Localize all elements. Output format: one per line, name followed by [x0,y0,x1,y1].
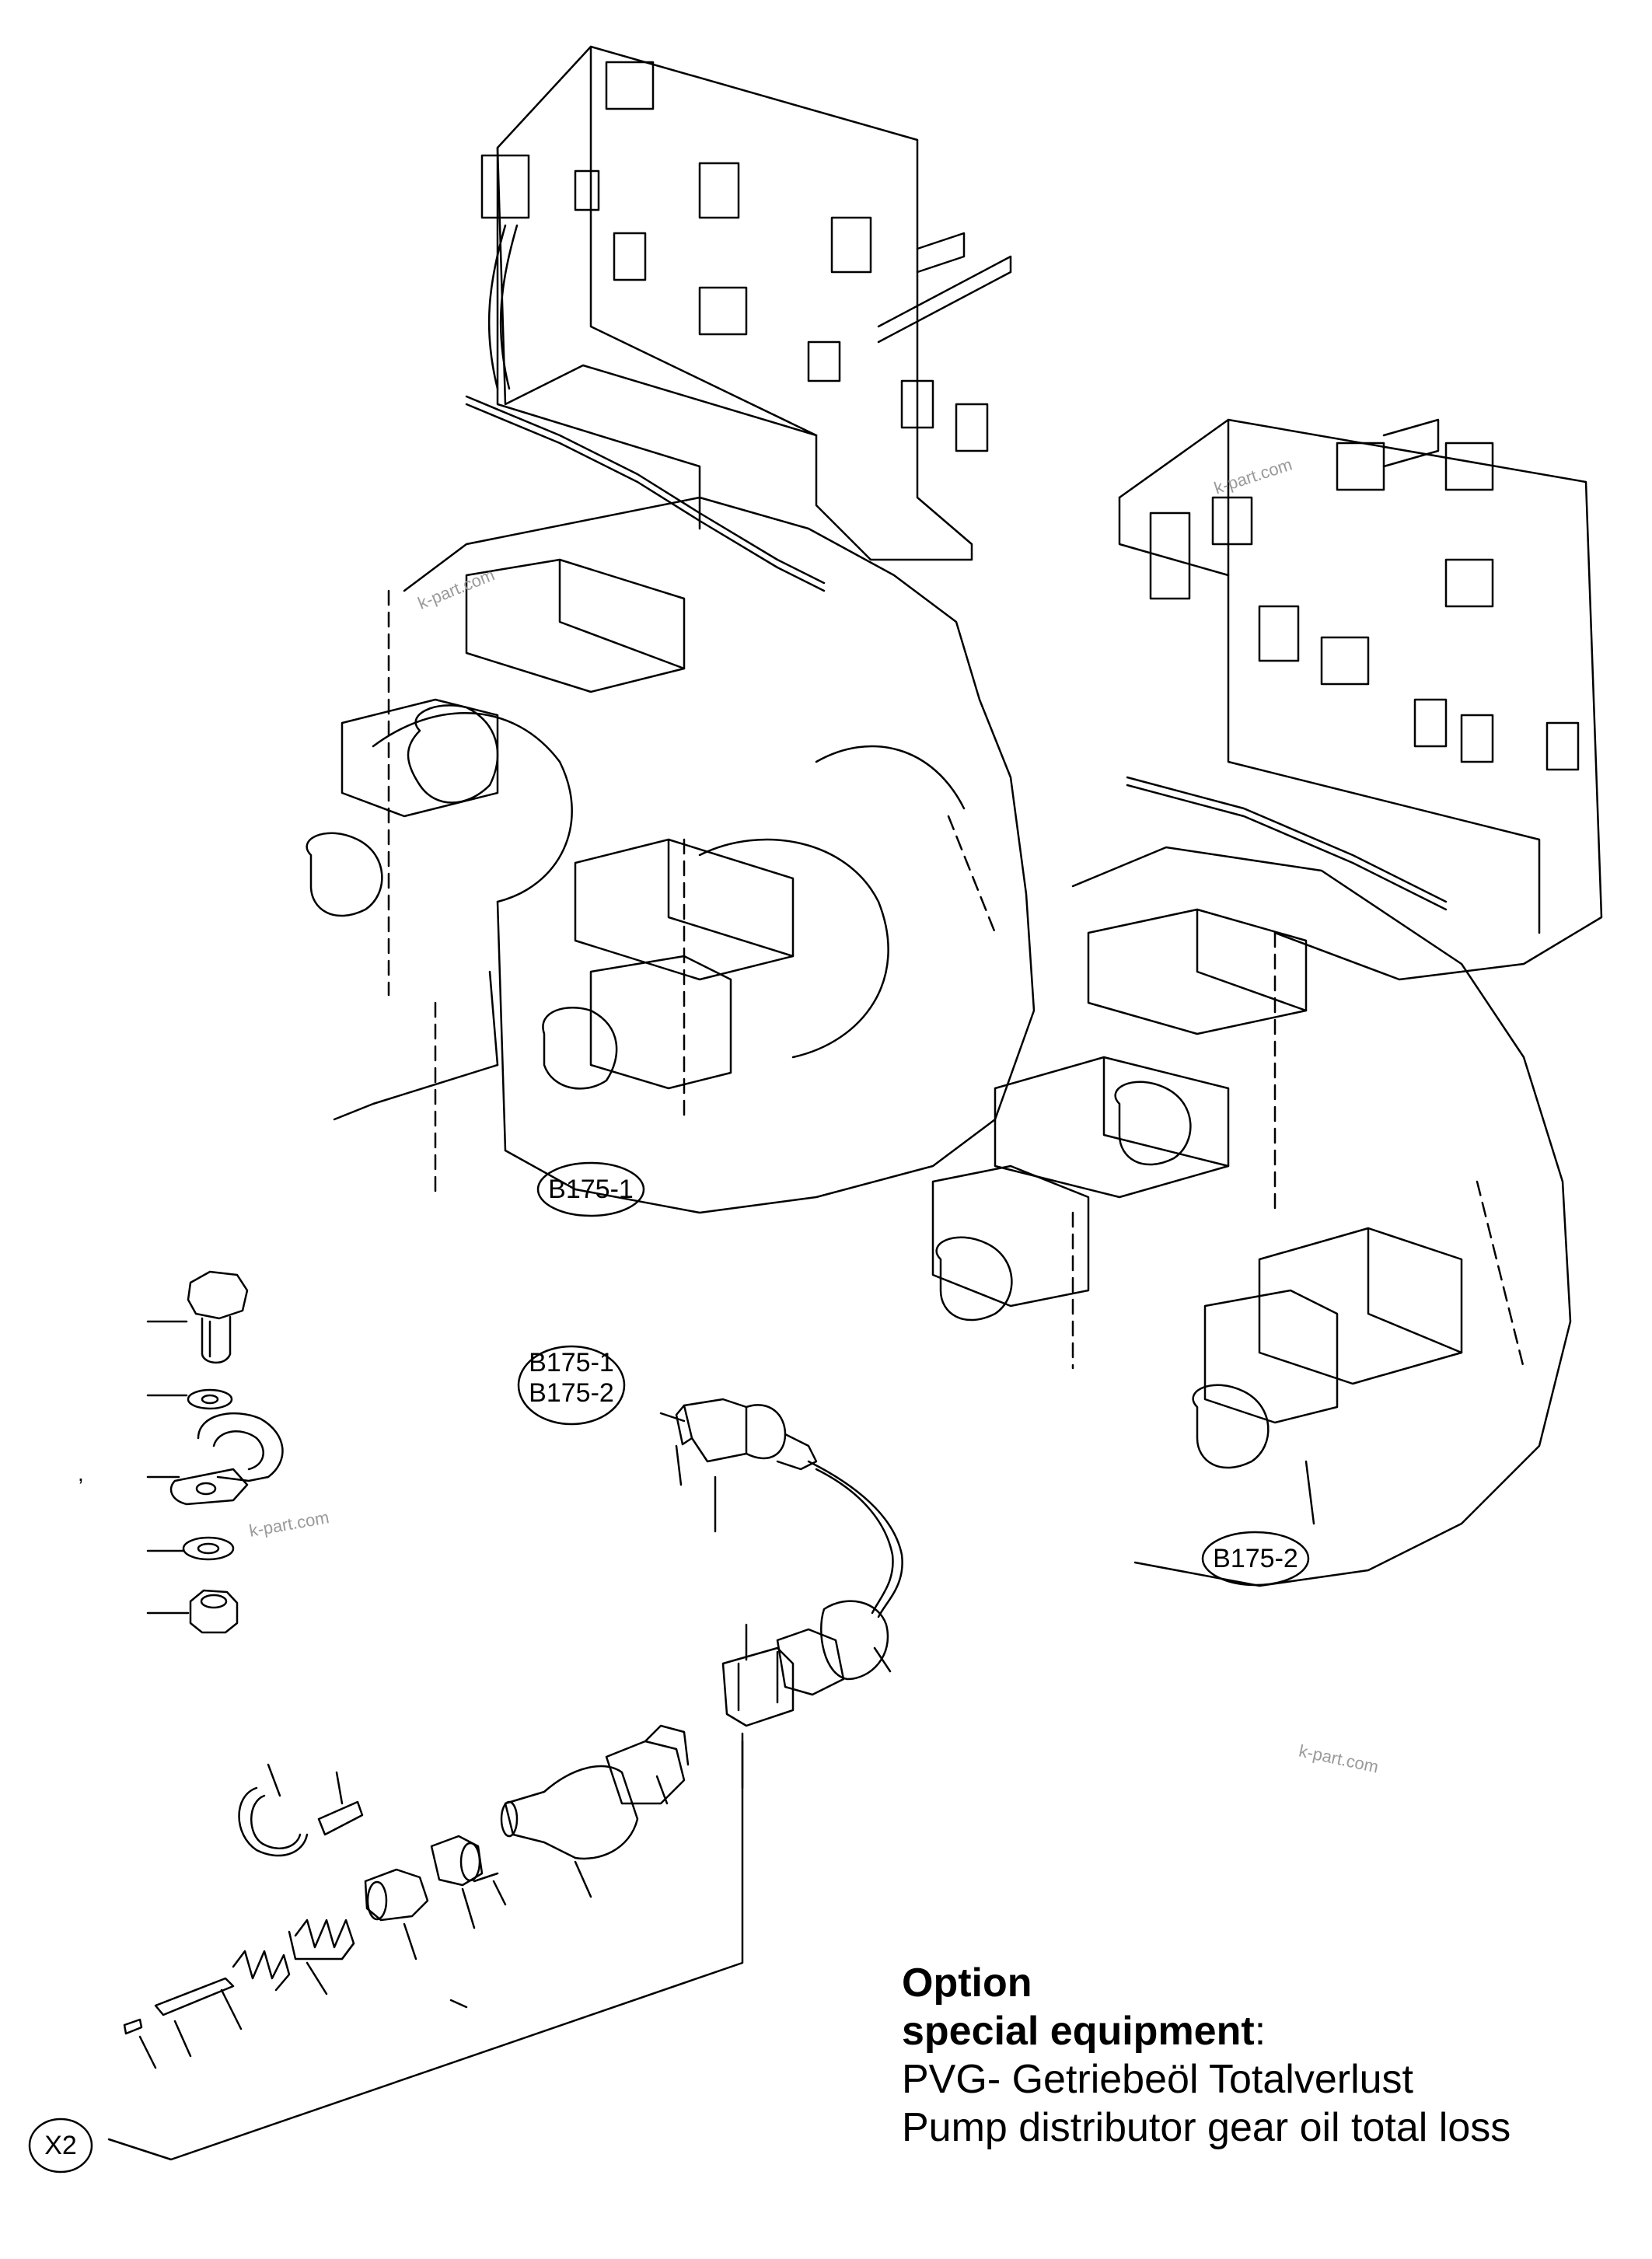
gearbox-assembly-b175-2 [931,418,1603,1587]
mounting-hardware-stack [146,1270,284,1634]
pressure-sensor-with-cable [659,1398,903,1789]
caption-special-equipment-row: special equipment: [902,2007,1511,2055]
caption-special-equipment: special equipment [902,2009,1255,2054]
callout-ellipse-b175-1-top [536,1161,645,1217]
label-b175-1-top: B175-1 [548,1175,634,1204]
label-b175-2-mid: B175-2 [529,1378,614,1408]
label-b175-1-mid: B175-1 [529,1348,614,1377]
connector-x2-exploded [107,1724,744,2161]
label-x2: X2 [44,2131,77,2160]
caption-english-description: Pump distributor gear oil total loss [902,2105,1511,2150]
caption-german-description: PVG- Getriebeöl Totalverlust [902,2057,1413,2102]
caption-option: Option [902,1960,1032,2006]
diagram-caption: Option special equipment: PVG- Getriebeö… [902,1959,1511,2152]
caption-colon: : [1254,2009,1266,2054]
label-b175-2-right: B175-2 [1213,1544,1298,1573]
callout-ellipse-b175-1-b175-2 [517,1345,626,1426]
callout-ellipse-b175-2-right [1201,1531,1310,1587]
gearbox-assembly-b175-1 [306,45,1036,1214]
callout-ellipse-x2 [28,2118,93,2173]
stray-comma-mark: , [78,1461,84,1486]
